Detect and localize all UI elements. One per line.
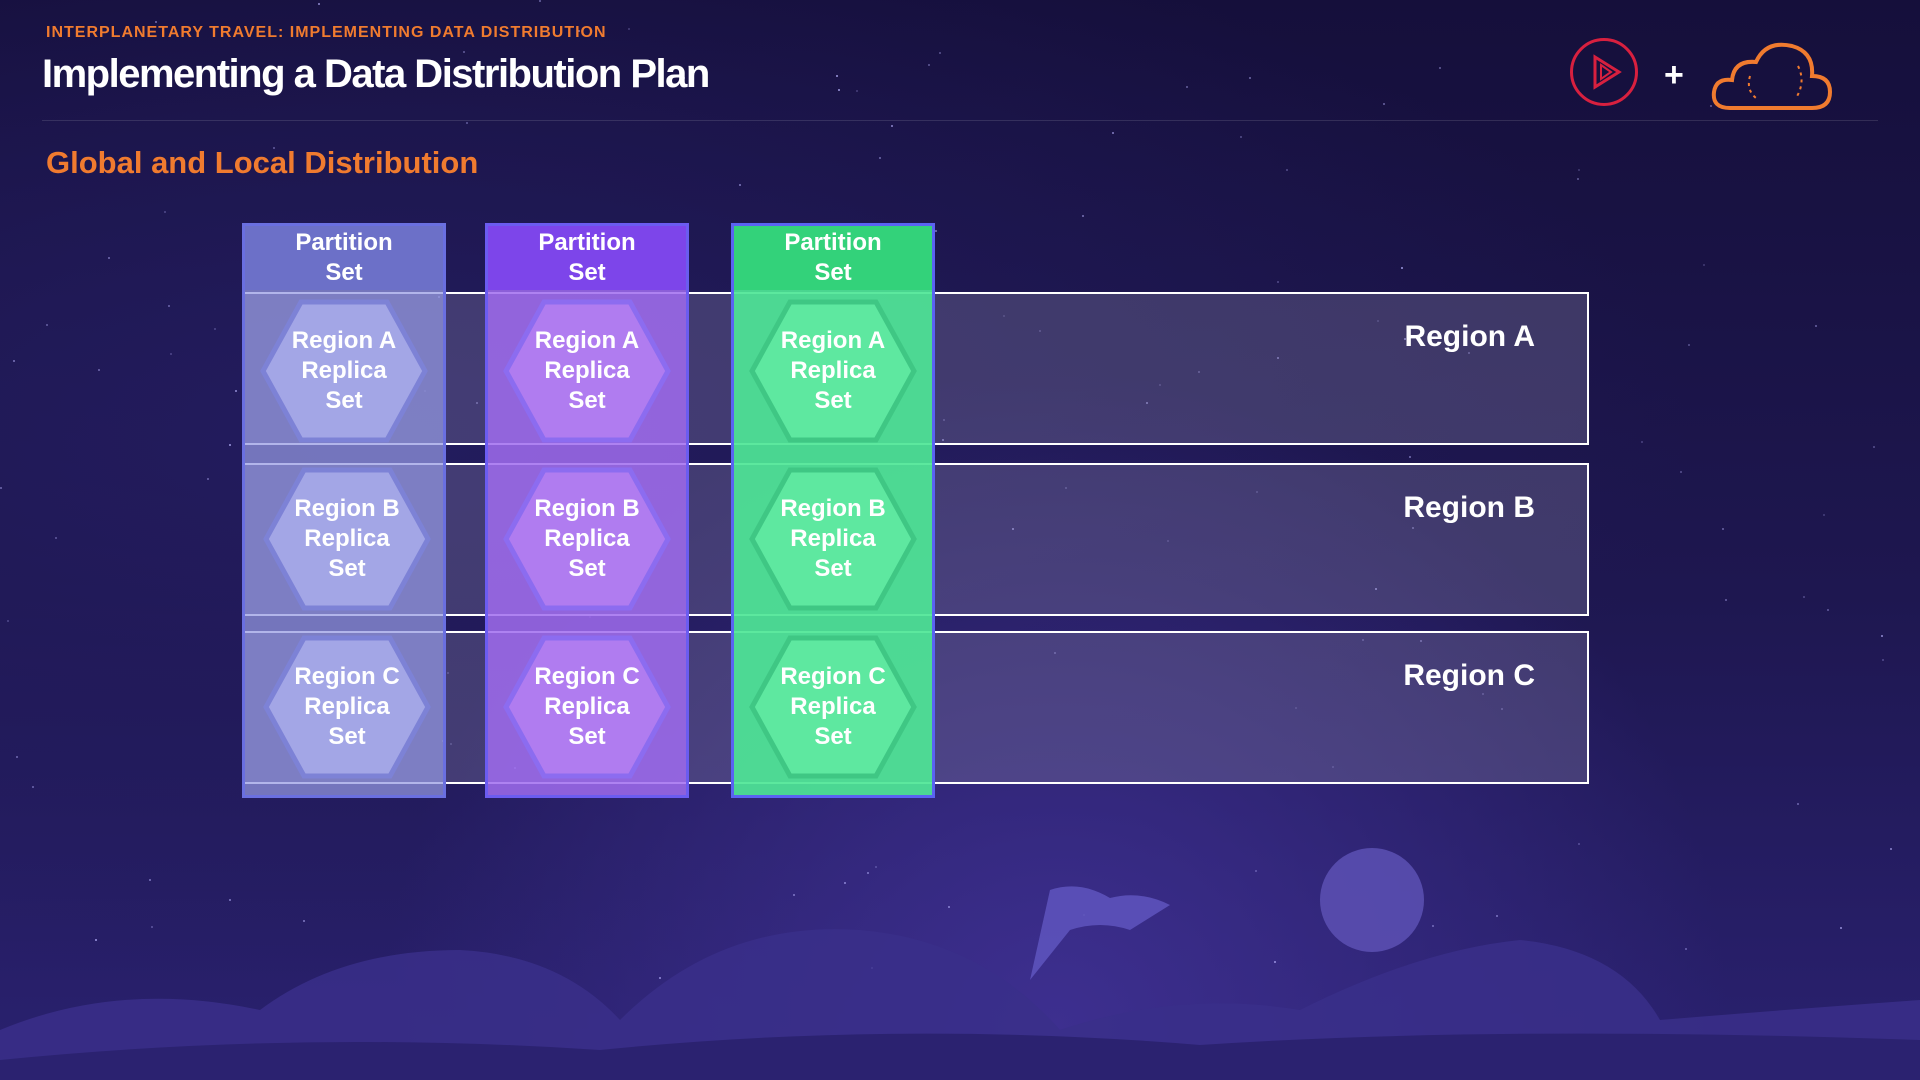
star-dot bbox=[1286, 168, 1289, 171]
replica-set-hexagon: Region A Replica Set bbox=[502, 296, 672, 446]
star-dot bbox=[1249, 76, 1252, 79]
replica-set-hexagon: Region C Replica Set bbox=[502, 632, 672, 782]
star-dot bbox=[1577, 178, 1580, 181]
star-dot bbox=[7, 619, 10, 622]
cloud-logo-icon bbox=[1710, 36, 1834, 112]
star-dot bbox=[836, 75, 839, 78]
star-dot bbox=[0, 487, 3, 490]
star-dot bbox=[891, 125, 894, 128]
star-dot bbox=[155, 21, 158, 23]
replica-set-hexagon: Region C Replica Set bbox=[262, 632, 432, 782]
star-dot bbox=[539, 0, 542, 3]
star-dot bbox=[1687, 344, 1690, 347]
header-divider bbox=[42, 120, 1878, 121]
star-dot bbox=[1081, 215, 1084, 218]
replica-set-hexagon: Region A Replica Set bbox=[748, 296, 918, 446]
replica-set-hexagon: Region C Replica Set bbox=[748, 632, 918, 782]
region-label: Region C bbox=[1403, 659, 1535, 692]
star-dot bbox=[838, 89, 841, 92]
star-dot bbox=[169, 352, 172, 355]
star-dot bbox=[1823, 514, 1826, 517]
replica-set-hexagon: Region A Replica Set bbox=[259, 296, 429, 446]
star-dot bbox=[938, 52, 941, 55]
star-dot bbox=[1881, 658, 1884, 661]
star-dot bbox=[163, 210, 166, 213]
star-dot bbox=[1400, 266, 1403, 269]
star-dot bbox=[1880, 635, 1883, 638]
star-dot bbox=[317, 2, 320, 5]
star-dot bbox=[927, 64, 930, 67]
star-dot bbox=[855, 90, 858, 93]
region-label: Region B bbox=[1403, 491, 1535, 524]
star-dot bbox=[1383, 103, 1386, 106]
play-logo-icon bbox=[1570, 38, 1638, 106]
replica-set-hexagon: Region B Replica Set bbox=[502, 464, 672, 614]
star-dot bbox=[1721, 528, 1724, 531]
star-dot bbox=[1240, 136, 1243, 138]
replica-set-hexagon: Region B Replica Set bbox=[748, 464, 918, 614]
star-dot bbox=[628, 27, 631, 30]
star-dot bbox=[1641, 441, 1644, 444]
star-dot bbox=[1408, 456, 1411, 459]
star-dot bbox=[1702, 264, 1705, 267]
star-dot bbox=[1112, 131, 1115, 134]
star-dot bbox=[1724, 599, 1727, 602]
moon-landscape-illustration bbox=[0, 848, 1920, 1080]
replica-set-hexagon: Region B Replica Set bbox=[262, 464, 432, 614]
star-dot bbox=[98, 369, 101, 372]
star-dot bbox=[1438, 66, 1441, 69]
star-dot bbox=[1679, 470, 1682, 473]
partition-set-header: Partition Set bbox=[245, 226, 443, 290]
star-dot bbox=[45, 323, 48, 326]
star-dot bbox=[55, 536, 58, 539]
star-dot bbox=[13, 359, 16, 362]
partition-set-header: Partition Set bbox=[734, 226, 932, 290]
star-dot bbox=[1185, 86, 1188, 89]
plus-sign: + bbox=[1664, 56, 1684, 94]
star-dot bbox=[934, 229, 937, 232]
star-dot bbox=[1578, 168, 1581, 171]
star-dot bbox=[739, 183, 742, 186]
star-dot bbox=[1276, 280, 1279, 283]
star-dot bbox=[229, 444, 232, 447]
star-dot bbox=[879, 156, 882, 159]
star-dot bbox=[167, 305, 170, 308]
star-dot bbox=[107, 256, 110, 259]
star-dot bbox=[16, 756, 19, 759]
star-dot bbox=[1814, 324, 1817, 327]
star-dot bbox=[214, 328, 217, 331]
star-dot bbox=[235, 390, 238, 393]
partition-set-header: Partition Set bbox=[488, 226, 686, 290]
region-label: Region A bbox=[1404, 320, 1535, 353]
star-dot bbox=[207, 478, 210, 481]
star-dot bbox=[466, 122, 469, 125]
star-dot bbox=[1827, 609, 1830, 612]
section-subtitle: Global and Local Distribution bbox=[46, 145, 479, 180]
star-dot bbox=[1872, 445, 1875, 448]
star-dot bbox=[1802, 595, 1805, 598]
page-title: Implementing a Data Distribution Plan bbox=[42, 52, 710, 96]
eyebrow-title: INTERPLANETARY TRAVEL: IMPLEMENTING DATA… bbox=[46, 24, 607, 41]
